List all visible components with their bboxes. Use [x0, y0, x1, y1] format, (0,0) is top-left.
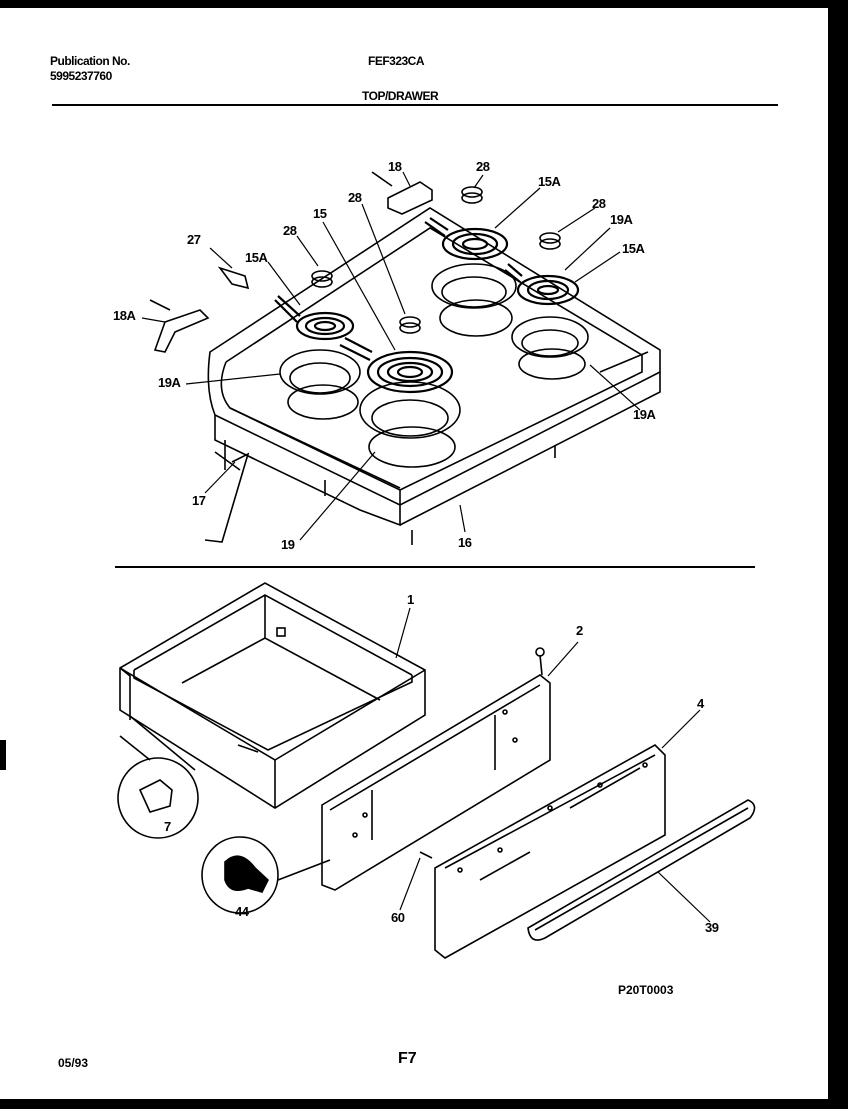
page-number: F7	[398, 1050, 417, 1067]
cooktop-panel	[207, 207, 661, 545]
callout-28: 28	[283, 223, 297, 238]
callout-1: 1	[407, 592, 414, 607]
section-title: TOP/DRAWER	[362, 89, 439, 103]
callout-2: 2	[576, 623, 583, 638]
scan-border-top	[0, 0, 848, 8]
header-rule	[52, 104, 778, 106]
publication-label: Publication No.	[50, 54, 130, 68]
callout-44: 44	[235, 904, 249, 919]
scan-border-mark	[0, 740, 6, 770]
detail-circles	[117, 715, 433, 914]
callout-17: 17	[192, 493, 206, 508]
callout-27: 27	[187, 232, 201, 247]
drawing-code: P20T0003	[618, 983, 674, 997]
scan-border-bottom	[0, 1099, 848, 1109]
callout-15: 15	[313, 206, 327, 221]
callout-4: 4	[697, 696, 704, 711]
callout-28: 28	[348, 190, 362, 205]
callout-19a: 19A	[610, 212, 633, 227]
callout-28: 28	[476, 159, 490, 174]
callout-7: 7	[164, 819, 171, 834]
small-parts	[149, 171, 561, 543]
callout-19: 19	[281, 537, 295, 552]
surface-elements	[274, 217, 580, 394]
callout-15a: 15A	[622, 241, 645, 256]
callout-60: 60	[391, 910, 405, 925]
leader-lines-drawer	[395, 607, 711, 923]
drawer-outer-panel	[434, 744, 666, 959]
drawer-front-panel	[321, 647, 551, 891]
publication-number: 5995237760	[50, 69, 112, 83]
callout-19a: 19A	[633, 407, 656, 422]
callout-15a: 15A	[245, 250, 268, 265]
callout-15a: 15A	[538, 174, 561, 189]
drawer-handle	[527, 799, 756, 941]
drawer-body	[119, 582, 426, 809]
callout-18: 18	[388, 159, 402, 174]
callout-16: 16	[458, 535, 472, 550]
callout-19a: 19A	[158, 375, 181, 390]
callout-39: 39	[705, 920, 719, 935]
callout-18a: 18A	[113, 308, 136, 323]
model-number: FEF323CA	[368, 54, 425, 68]
callout-28: 28	[592, 196, 606, 211]
footer-date: 05/93	[58, 1056, 89, 1070]
scan-border-right	[828, 0, 848, 1109]
drip-bowls	[279, 263, 589, 468]
section-divider	[115, 566, 755, 568]
leader-lines-top	[141, 171, 641, 541]
